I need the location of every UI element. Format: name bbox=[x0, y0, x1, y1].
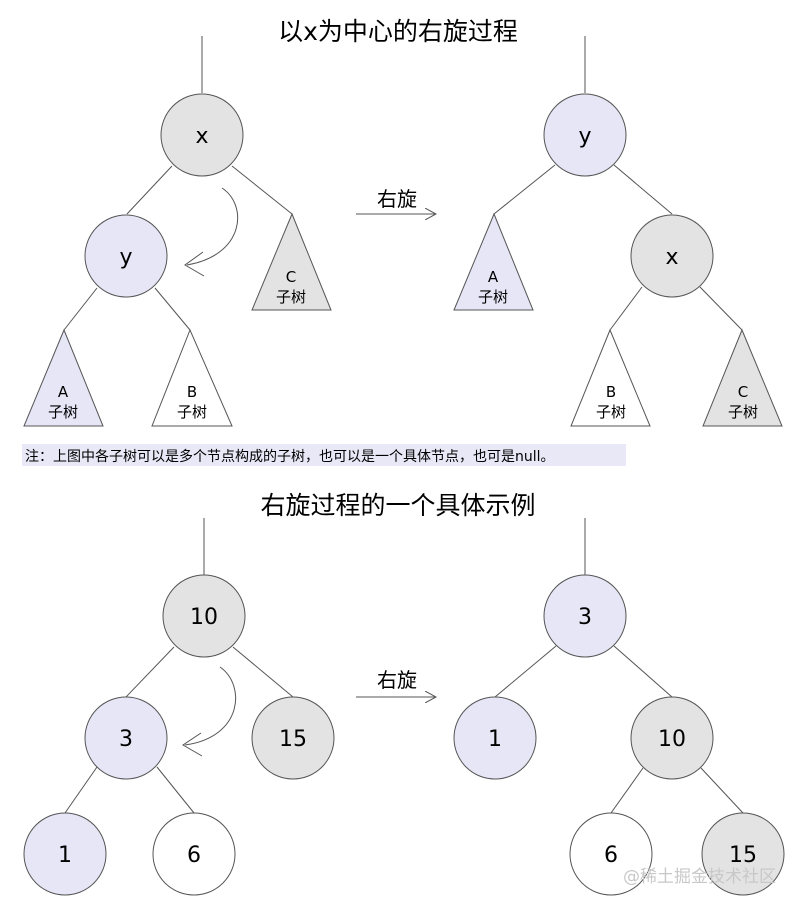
subtree-c-letter: C bbox=[738, 383, 748, 401]
node-15-label: 15 bbox=[279, 727, 307, 752]
node-1 bbox=[23, 812, 107, 896]
node-6 bbox=[152, 812, 236, 896]
node-x bbox=[630, 214, 714, 298]
section2-right-tree: 3 1 10 6 15 bbox=[453, 574, 785, 896]
rotate-arrow-1: 右旋 bbox=[356, 187, 436, 214]
node-3-label: 3 bbox=[119, 727, 133, 752]
subtree-a-letter: A bbox=[58, 383, 69, 401]
curved-arrow-icon bbox=[182, 666, 237, 757]
node-y bbox=[84, 214, 168, 298]
node-15-label: 15 bbox=[729, 843, 757, 868]
note-background bbox=[22, 444, 626, 466]
node-x-label: x bbox=[195, 124, 208, 149]
node-6-label: 6 bbox=[604, 843, 618, 868]
curved-arrow-icon bbox=[184, 187, 239, 277]
note: 注：上图中各子树可以是多个节点构成的子树，也可以是一个具体节点，也可是null。 bbox=[22, 444, 626, 466]
subtree-b-sub: 子树 bbox=[177, 403, 207, 421]
node-15 bbox=[251, 696, 335, 780]
subtree-b-sub: 子树 bbox=[596, 403, 626, 421]
section2-title: 右旋过程的一个具体示例 bbox=[260, 491, 535, 520]
section2-left-tree: 10 3 15 1 6 bbox=[23, 574, 335, 896]
rotate-label-1: 右旋 bbox=[377, 187, 417, 211]
node-3-label: 3 bbox=[578, 605, 592, 630]
rotate-label-2: 右旋 bbox=[377, 668, 417, 692]
section1-left-tree: x y A 子树 B 子树 C 子树 bbox=[23, 93, 332, 427]
subtree-c-sub: 子树 bbox=[276, 288, 306, 306]
section1-right-edges bbox=[493, 36, 743, 331]
subtree-a-letter: A bbox=[488, 268, 499, 286]
section2-right-edges bbox=[494, 518, 744, 814]
subtree-b bbox=[570, 328, 651, 427]
rotate-arrow-2: 右旋 bbox=[356, 668, 436, 697]
node-y-label: y bbox=[578, 124, 591, 149]
node-1-label: 1 bbox=[58, 843, 72, 868]
node-10 bbox=[162, 574, 246, 658]
subtree-c-letter: C bbox=[286, 268, 296, 286]
subtree-a-sub: 子树 bbox=[478, 288, 508, 306]
section1-left-edges bbox=[63, 36, 293, 331]
node-3 bbox=[84, 696, 168, 780]
node-3 bbox=[543, 574, 627, 658]
section1-title: 以x为中心的右旋过程 bbox=[278, 17, 518, 46]
node-10-label: 10 bbox=[190, 605, 218, 630]
node-y bbox=[543, 93, 627, 177]
subtree-b-letter: B bbox=[187, 383, 197, 401]
node-15 bbox=[701, 812, 785, 896]
node-10 bbox=[630, 696, 714, 780]
subtree-b bbox=[151, 328, 233, 427]
watermark: @稀土掘金技术社区 bbox=[623, 867, 776, 887]
subtree-a-sub: 子树 bbox=[48, 403, 78, 421]
subtree-c-sub: 子树 bbox=[728, 403, 758, 421]
node-x bbox=[160, 93, 244, 177]
node-1 bbox=[453, 696, 537, 780]
subtree-b-letter: B bbox=[606, 383, 616, 401]
subtree-c bbox=[251, 212, 332, 311]
section1-right-tree: y x A 子树 B 子树 C 子树 bbox=[453, 93, 783, 427]
node-6-label: 6 bbox=[187, 843, 201, 868]
subtree-a bbox=[453, 212, 534, 311]
node-y-label: y bbox=[119, 245, 132, 270]
node-10-label: 10 bbox=[658, 727, 686, 752]
node-x-label: x bbox=[665, 245, 678, 270]
section2-left-edges bbox=[64, 518, 294, 814]
note-text: 注：上图中各子树可以是多个节点构成的子树，也可以是一个具体节点，也可是null。 bbox=[25, 448, 555, 465]
node-6 bbox=[569, 812, 653, 896]
node-1-label: 1 bbox=[488, 727, 502, 752]
subtree-a bbox=[23, 328, 104, 427]
subtree-c bbox=[702, 328, 783, 427]
